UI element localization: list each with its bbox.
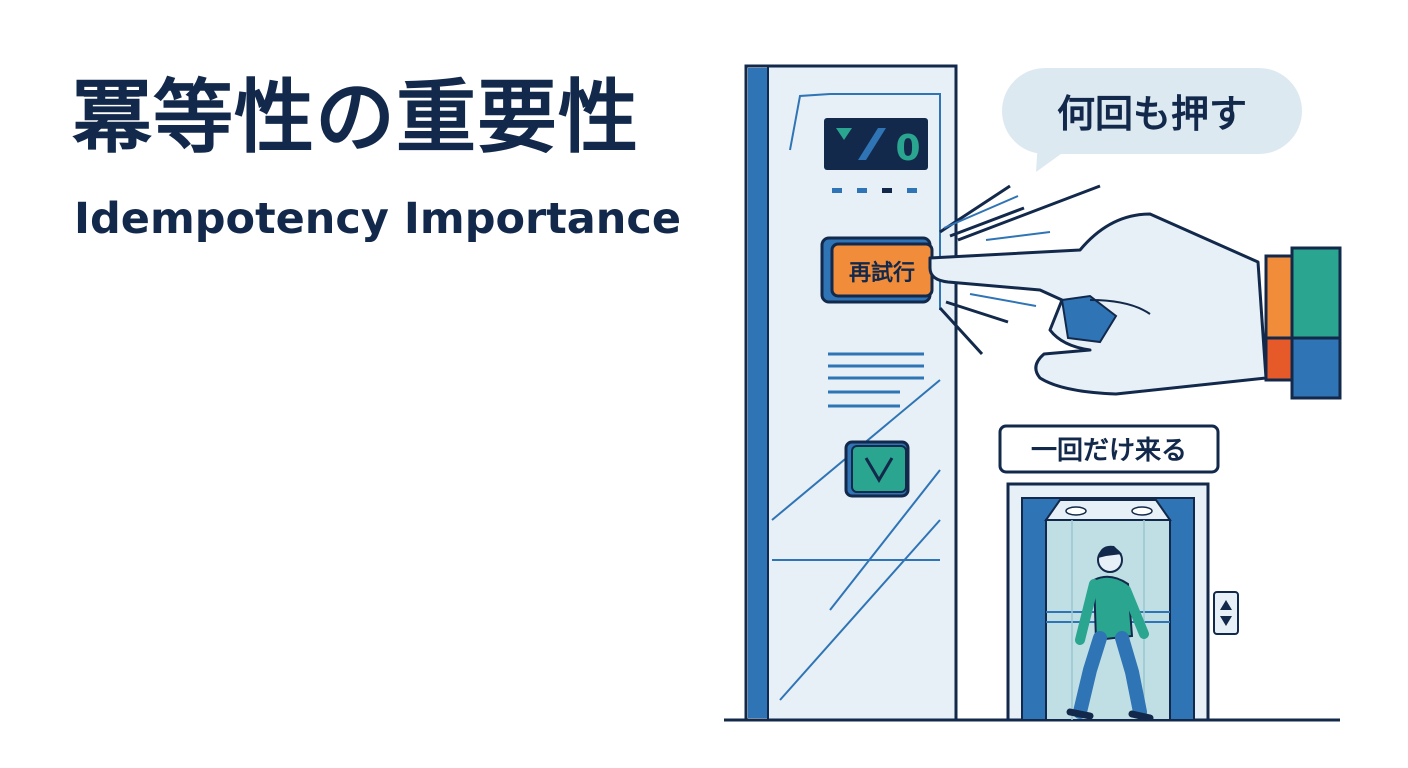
- title-japanese: 冪等性の重要性: [72, 71, 639, 164]
- retry-button[interactable]: 再試行: [820, 236, 934, 304]
- digital-display: 0: [824, 118, 928, 170]
- person-walking: [1066, 545, 1154, 722]
- down-call-button[interactable]: [844, 440, 910, 498]
- panel-text-lines: [828, 352, 924, 408]
- title-english: Idempotency Importance: [74, 194, 682, 244]
- retry-button-label: 再試行: [849, 260, 915, 286]
- chevron-down-icon: [864, 457, 894, 483]
- speech-bubble: 何回も押す: [1002, 68, 1302, 172]
- elevator: [1006, 482, 1210, 722]
- pointing-hand: [928, 212, 1342, 400]
- display-digit: 0: [895, 128, 920, 169]
- elevator-sign-text: 一回だけ来る: [1031, 436, 1187, 466]
- speech-bubble-text: 何回も押す: [1057, 92, 1247, 136]
- arrow-up-icon: [1220, 600, 1232, 610]
- arrow-down-icon: [1220, 616, 1232, 626]
- indicator-dots: [832, 188, 917, 193]
- elevator-call-indicator: [1213, 591, 1239, 635]
- elevator-sign: 一回だけ来る: [998, 424, 1220, 474]
